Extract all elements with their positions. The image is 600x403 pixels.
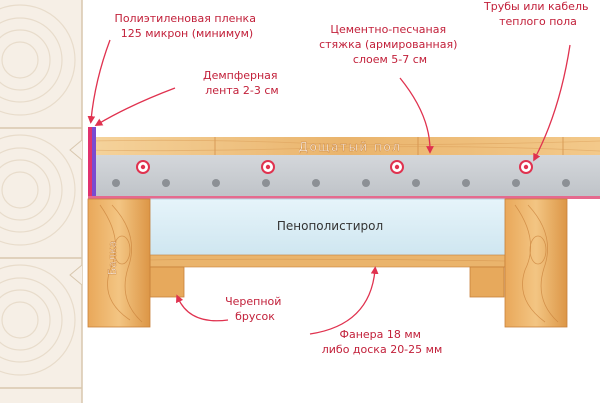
arrow-cranial [176, 294, 229, 322]
arrow-pipes [533, 44, 571, 162]
label-plywood: Фанера 18 мм либо доска 20-25 мм [322, 328, 443, 356]
foam-label: Пенополистирол [277, 219, 383, 233]
annotation-arrows [87, 39, 571, 335]
label-pipes: Трубы или кабель теплого пола [483, 0, 592, 28]
label-cranial: Черепной брусок [225, 295, 285, 323]
label-film: Полиэтиленовая пленка 125 микрон (миниму… [115, 12, 260, 40]
foam-layer: Пенополистирол [149, 198, 506, 256]
screed-layer [96, 155, 600, 197]
heating-pipes [136, 160, 533, 174]
label-tape: Демпферная лента 2-3 см [203, 69, 281, 97]
arrow-plywood [309, 266, 379, 335]
floorboard-layer: Дощатый пол [87, 137, 600, 155]
log-wall [0, 0, 83, 403]
arrow-screed [399, 77, 434, 154]
cranial-bar-left [149, 266, 185, 298]
label-screed: Цементно-песчаная стяжка (армированная) … [319, 23, 461, 66]
damper-tape [92, 127, 96, 197]
polyethylene-film [88, 127, 92, 197]
plywood-layer [149, 254, 506, 268]
beam-right [504, 198, 568, 328]
beam-left: Балка [87, 198, 151, 328]
arrow-film [87, 39, 111, 124]
pipe-dots [112, 179, 570, 187]
film-line [88, 196, 600, 199]
cranial-bar-right [469, 266, 505, 298]
arrow-tape [94, 87, 176, 126]
beam-label: Балка [106, 241, 119, 276]
floorboard-label: Дощатый пол [299, 140, 402, 154]
